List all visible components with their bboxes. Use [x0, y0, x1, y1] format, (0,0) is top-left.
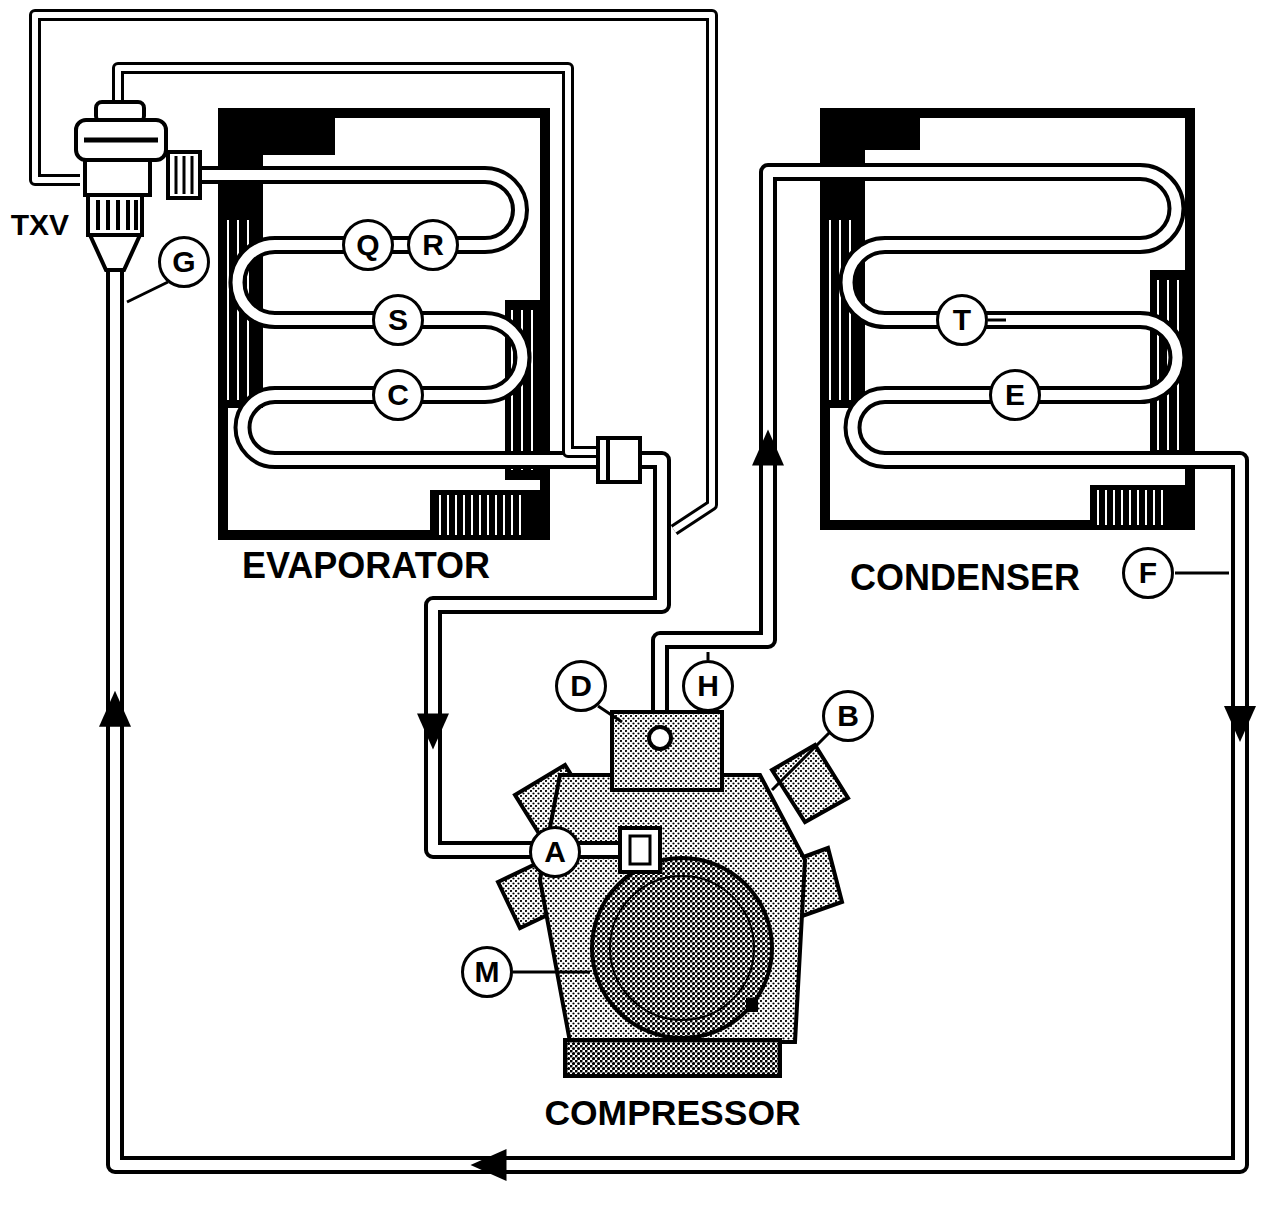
refrigerant-line: [660, 172, 820, 712]
callout-letter: H: [682, 660, 734, 712]
compressor-illustration: [649, 727, 671, 749]
compressor-illustration: [592, 858, 772, 1038]
leader-line: [1175, 572, 1229, 575]
evaporator-coil: [218, 175, 550, 460]
sensing-bulb: [598, 438, 640, 482]
callout-letter: G: [158, 236, 210, 288]
condenser-label: CONDENSER: [850, 560, 1080, 596]
refrigerant-line: [660, 172, 820, 712]
evaporator-housing: [228, 220, 532, 535]
refrigerant-line: [1224, 706, 1256, 742]
callout-letter: Q: [342, 219, 394, 271]
refrigerant-line: [115, 270, 1240, 1165]
callout-letter: S: [372, 294, 424, 346]
refrigerant-line: [200, 175, 218, 176]
condenser-coil: [820, 172, 1195, 460]
component: COMPRESSOR: [500, 712, 845, 1078]
component: CONDENSER: [820, 108, 1195, 530]
leader-line: [988, 319, 1006, 322]
expansion-valve: [176, 156, 192, 194]
compressor-illustration: [565, 1040, 780, 1076]
sensing-tube: [118, 68, 600, 452]
refrigerant-line: [99, 270, 1256, 1181]
compressor-illustration: [610, 876, 754, 1020]
sensing-tube: [118, 68, 600, 452]
leader-line: [707, 652, 710, 660]
expansion-valve: [88, 195, 142, 235]
refrigerant-line: [660, 172, 820, 712]
evaporator-coil: [218, 175, 550, 460]
refrigerant-line: [417, 714, 449, 750]
leader-line: [127, 282, 168, 302]
evaporator-label: EVAPORATOR: [242, 548, 490, 584]
callout-letter: E: [989, 369, 1041, 421]
sensing-tube: [118, 68, 600, 452]
evaporator-housing: [218, 108, 550, 540]
compressor-illustration: [620, 828, 660, 872]
callout-letter: C: [372, 369, 424, 421]
condenser-coil: [820, 172, 1195, 460]
condenser-housing: [820, 108, 1195, 530]
callout-letter: A: [529, 826, 581, 878]
condenser-coil: [820, 172, 1195, 460]
leader-line: [127, 282, 1229, 972]
equalizer-tube: [35, 15, 712, 530]
sensing-bulb: [606, 438, 610, 482]
refrigerant-line: [200, 166, 218, 184]
evaporator-coil: [218, 175, 550, 460]
sensing-bulb: [598, 438, 640, 482]
compressor-illustration: [540, 775, 805, 1042]
compressor-illustration: [498, 712, 848, 1076]
equalizer-tube: [35, 15, 712, 530]
callout-letter: R: [407, 219, 459, 271]
callout-letter: F: [1122, 547, 1174, 599]
expansion-valve: [98, 200, 136, 230]
expansion-valve: [76, 120, 166, 160]
refrigerant-line: [200, 170, 218, 180]
refrigerant-line: [471, 1149, 507, 1181]
expansion-valve: [90, 235, 140, 270]
condenser-housing: [830, 220, 1178, 525]
compressor-illustration: [746, 998, 758, 1012]
compressor-illustration: [630, 836, 650, 864]
refrigerant-line: [752, 429, 784, 465]
compressor-label: COMPRESSOR: [500, 1096, 845, 1131]
leader-line: [513, 971, 590, 974]
leader-line: [772, 732, 830, 790]
compressor-illustration: [612, 712, 722, 790]
valve-label: TXV: [11, 210, 69, 240]
callout-letter: D: [555, 660, 607, 712]
equalizer-tube: [35, 15, 712, 530]
refrigerant-line: [115, 270, 1240, 1165]
expansion-valve: [85, 160, 150, 195]
leader-line: [598, 706, 622, 722]
callout-letter: T: [936, 294, 988, 346]
compressor-illustration: [772, 745, 848, 822]
expansion-valve: [168, 152, 200, 198]
refrigerant-line: [99, 691, 131, 727]
expansion-valve: [84, 138, 158, 143]
callout-letter: M: [461, 946, 513, 998]
callout-letter: B: [822, 690, 874, 742]
